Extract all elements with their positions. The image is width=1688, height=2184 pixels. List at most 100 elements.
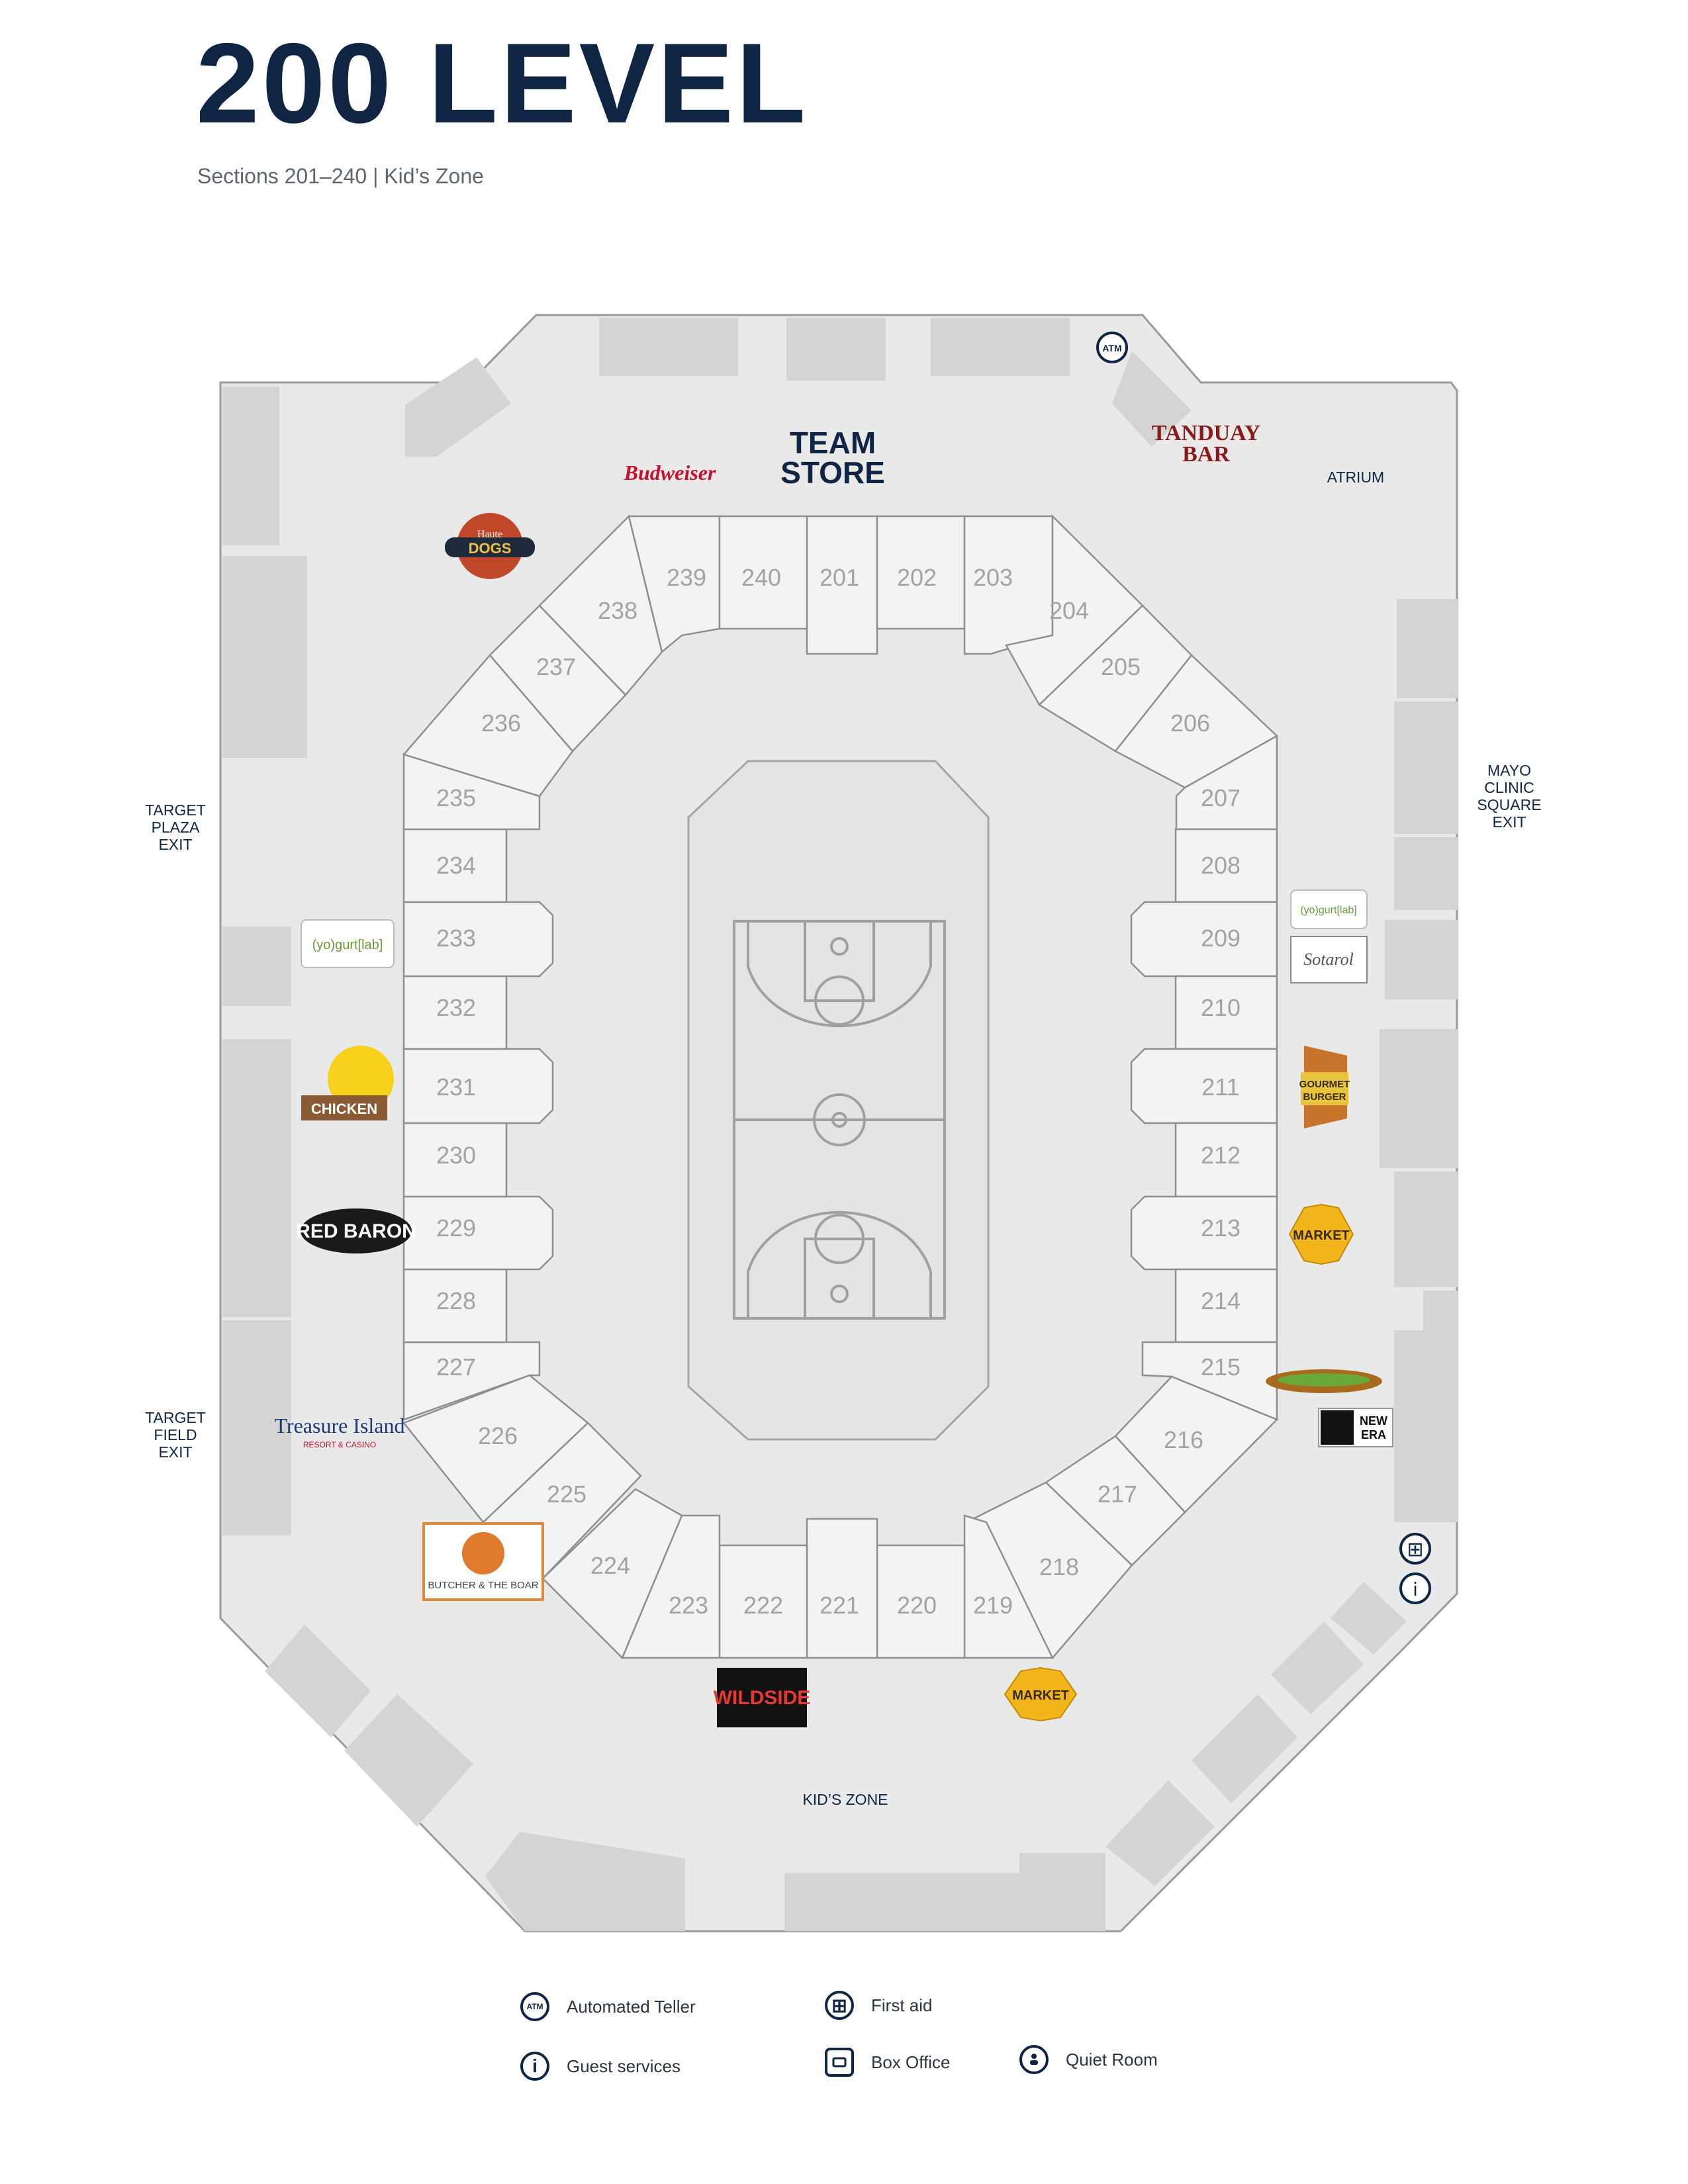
haute-dogs-logo[interactable]: Haute DOGS — [445, 513, 535, 579]
yogurt-lab-left-logo[interactable]: (yo)gurt[lab] — [301, 919, 395, 968]
wildside-logo[interactable]: WILDSIDE — [714, 1668, 811, 1727]
page-title: 200 LEVEL — [196, 20, 809, 147]
svg-text:PLAZA: PLAZA — [152, 819, 201, 836]
seating-sections — [402, 514, 1279, 1660]
legend-first-aid-label: First aid — [871, 1995, 933, 2015]
market-right-logo[interactable]: MARKET — [1288, 1203, 1354, 1265]
svg-text:RESORT & CASINO: RESORT & CASINO — [303, 1440, 376, 1449]
legend-guest-services: i Guest services — [520, 2052, 680, 2081]
section-211-label: 211 — [1201, 1073, 1239, 1101]
gourmet-burger-logo[interactable]: GOURMET BURGER — [1299, 1046, 1350, 1128]
section-211[interactable] — [1130, 1048, 1278, 1124]
section-213[interactable] — [1130, 1195, 1278, 1271]
svg-text:FIELD: FIELD — [154, 1426, 197, 1443]
basketball-court — [733, 920, 946, 1320]
svg-text:ERA: ERA — [1361, 1428, 1386, 1441]
section-229[interactable] — [402, 1195, 554, 1271]
section-222-label: 222 — [743, 1592, 783, 1619]
section-224-label: 224 — [590, 1552, 630, 1579]
section-207-label: 207 — [1201, 784, 1241, 811]
section-227[interactable] — [402, 1341, 541, 1421]
svg-text:WILDSIDE: WILDSIDE — [714, 1687, 811, 1709]
legend-quiet-room-label: Quiet Room — [1066, 2049, 1158, 2070]
section-207[interactable] — [1175, 734, 1278, 831]
section-216-label: 216 — [1164, 1426, 1203, 1453]
atm-icon[interactable]: ATM — [1096, 332, 1128, 363]
section-214-label: 214 — [1201, 1287, 1241, 1314]
svg-text:DOGS: DOGS — [469, 540, 512, 557]
svg-text:BAR: BAR — [1182, 442, 1230, 467]
svg-text:Haute: Haute — [477, 529, 502, 540]
target-field-exit-label: TARGET FIELD EXIT — [145, 1409, 206, 1461]
section-240[interactable] — [718, 515, 808, 630]
treasure-island-logo[interactable]: Treasure Island RESORT & CASINO — [275, 1414, 405, 1449]
section-232-label: 232 — [436, 994, 476, 1021]
svg-text:EXIT: EXIT — [158, 1443, 192, 1461]
section-225-label: 225 — [547, 1480, 586, 1508]
butcher-and-the-boar-logo[interactable]: BUTCHER & THE BOAR — [422, 1522, 544, 1601]
section-233[interactable] — [402, 901, 554, 978]
section-237-label: 237 — [536, 653, 576, 680]
legend-atm: ATM Automated Teller — [520, 1992, 696, 2021]
svg-text:⊞: ⊞ — [1407, 1538, 1423, 1561]
section-227-label: 227 — [436, 1353, 476, 1381]
red-baron-logo[interactable]: RED BARON — [296, 1208, 416, 1253]
svg-text:GOURMET: GOURMET — [1299, 1079, 1350, 1090]
svg-text:Sotarol: Sotarol — [1303, 950, 1354, 969]
kids-zone-label: KID’S ZONE — [802, 1791, 888, 1808]
svg-text:i: i — [1413, 1578, 1418, 1600]
team-store-logo[interactable]: TEAM STORE — [780, 426, 885, 490]
mai-wowa-logo[interactable] — [1266, 1369, 1382, 1393]
legend-atm-label: Automated Teller — [567, 1996, 696, 2017]
section-226[interactable] — [402, 1374, 589, 1524]
section-239-label: 239 — [667, 564, 706, 591]
section-231[interactable] — [402, 1048, 554, 1124]
svg-text:TARGET: TARGET — [145, 801, 206, 819]
section-238-label: 238 — [598, 597, 637, 624]
section-236-label: 236 — [481, 709, 521, 737]
section-213-label: 213 — [1201, 1214, 1241, 1242]
svg-text:RED BARON: RED BARON — [296, 1220, 416, 1242]
yogurt-lab-right-logo[interactable]: (yo)gurt[lab] — [1290, 889, 1368, 929]
section-208-label: 208 — [1201, 852, 1241, 879]
new-era-logo[interactable]: NEW ERA — [1318, 1408, 1393, 1447]
quiet-room-icon — [1019, 2045, 1049, 2074]
target-plaza-exit-label: TARGET PLAZA EXIT — [145, 801, 206, 853]
first-aid-icon[interactable]: ⊞ — [1399, 1533, 1431, 1565]
market-bottom-logo[interactable]: MARKET — [1004, 1666, 1078, 1722]
legend-quiet-room: Quiet Room — [1019, 2045, 1158, 2074]
section-229-label: 229 — [436, 1214, 476, 1242]
section-235-label: 235 — [436, 784, 476, 811]
chicken-logo[interactable]: CHICKEN — [301, 1046, 394, 1120]
svg-text:Treasure Island: Treasure Island — [275, 1414, 405, 1437]
guest-services-icon[interactable]: i — [1399, 1572, 1431, 1604]
svg-text:STORE: STORE — [780, 455, 885, 490]
section-numbers: 201 202 203 204 205 206 207 208 209 210 … — [436, 564, 1241, 1619]
info-icon: i — [520, 2052, 549, 2081]
svg-text:(yo)gurt[lab]: (yo)gurt[lab] — [1300, 905, 1356, 916]
section-201-label: 201 — [820, 564, 859, 591]
svg-text:CLINIC: CLINIC — [1484, 779, 1534, 796]
section-209-label: 209 — [1201, 925, 1241, 952]
section-220-label: 220 — [897, 1592, 937, 1619]
section-224[interactable] — [541, 1488, 683, 1660]
section-228-label: 228 — [436, 1287, 476, 1314]
page-subtitle: Sections 201–240 | Kid’s Zone — [197, 164, 484, 188]
section-212-label: 212 — [1201, 1142, 1241, 1169]
section-239[interactable] — [628, 515, 721, 654]
sotarol-logo[interactable]: Sotarol — [1290, 936, 1368, 983]
section-206-label: 206 — [1170, 709, 1210, 737]
svg-text:MARKET: MARKET — [1293, 1228, 1350, 1243]
section-221[interactable] — [806, 1518, 878, 1659]
section-219-label: 219 — [973, 1592, 1013, 1619]
section-215-label: 215 — [1201, 1353, 1241, 1381]
section-204[interactable] — [1005, 514, 1144, 707]
budweiser-logo[interactable]: Budweiser — [624, 461, 716, 484]
tanduay-bar-logo[interactable]: TANDUAY BAR — [1152, 421, 1260, 467]
section-203-label: 203 — [973, 564, 1013, 591]
svg-text:NEW: NEW — [1360, 1414, 1387, 1428]
box-office-icon — [825, 2048, 854, 2077]
section-234-label: 234 — [436, 852, 476, 879]
section-209[interactable] — [1130, 901, 1278, 978]
